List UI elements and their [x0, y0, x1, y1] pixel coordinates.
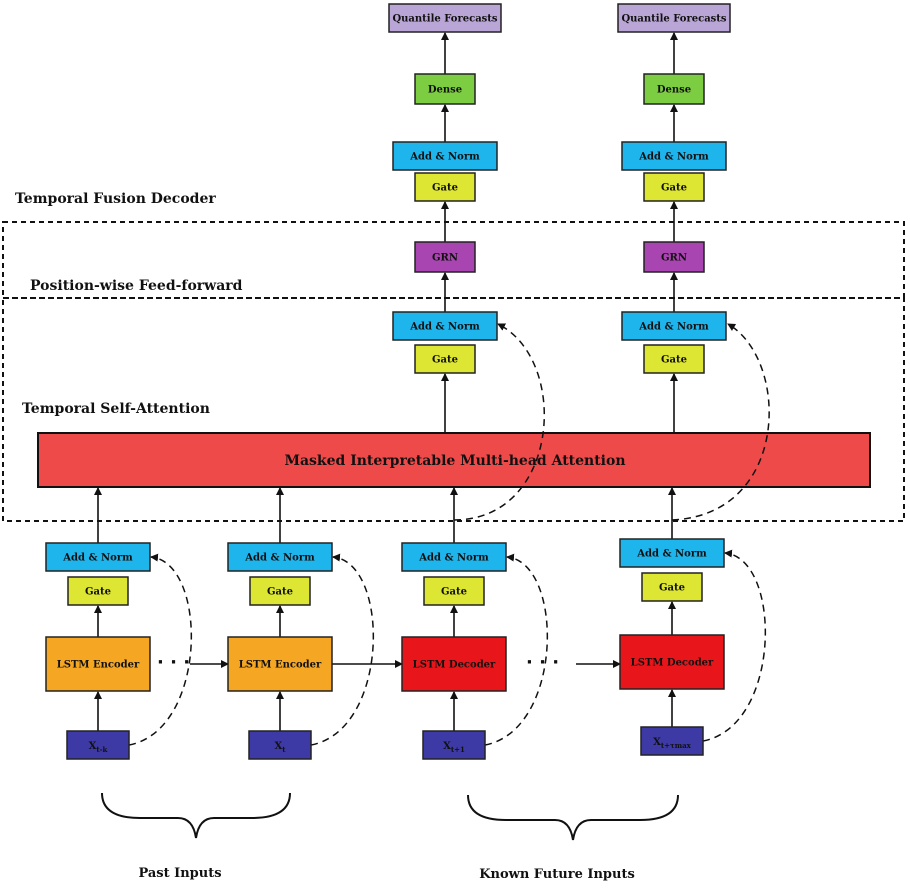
add-norm-box: Add & Norm — [621, 311, 727, 341]
lstm-encoder-box: LSTM Encoder — [227, 636, 333, 692]
input-node-label: Xt+τmax — [653, 737, 692, 750]
quantile-forecasts-box: Quantile Forecasts — [388, 3, 502, 33]
ellipsis-decoders: · · · — [526, 652, 559, 673]
lstm-decoder-box: LSTM Decoder — [401, 636, 507, 692]
add-norm-box: Add & Norm — [619, 538, 725, 568]
lstm-decoder-box-label: LSTM Decoder — [631, 658, 714, 669]
add-norm-box-label: Add & Norm — [418, 553, 489, 564]
input-subscript: t — [282, 745, 286, 754]
gate-box: Gate — [249, 576, 311, 606]
dense-box: Dense — [643, 73, 705, 105]
dense-box-label: Dense — [428, 85, 462, 96]
input-base: X — [275, 741, 283, 752]
add-norm-box-label: Add & Norm — [636, 549, 707, 560]
skip-connection — [484, 553, 549, 746]
self-attention-region — [2, 297, 905, 522]
ellipsis-encoders: · · · — [157, 652, 190, 673]
gate-box-label: Gate — [661, 355, 687, 366]
quantile-forecasts-box: Quantile Forecasts — [617, 3, 731, 33]
gate-box: Gate — [414, 344, 476, 374]
gate-box: Gate — [643, 344, 705, 374]
input-node: Xt-k — [66, 730, 130, 760]
input-node: Xt — [248, 730, 312, 760]
gate-box-label: Gate — [441, 587, 467, 598]
gate-box-label: Gate — [432, 183, 458, 194]
attention-skip-connection — [453, 323, 546, 521]
input-base: X — [653, 737, 661, 748]
input-subscript: t+τmax — [661, 741, 692, 750]
input-base: X — [443, 741, 451, 752]
feed-forward-label: Position-wise Feed-forward — [30, 278, 243, 294]
fusion-decoder-label: Temporal Fusion Decoder — [15, 191, 216, 207]
add-norm-box: Add & Norm — [392, 141, 498, 171]
attention-label: Masked Interpretable Multi-head Attentio… — [284, 453, 625, 469]
grn-box: GRN — [643, 241, 705, 273]
past-inputs-brace — [101, 792, 291, 839]
quantile-forecasts-box-label: Quantile Forecasts — [621, 14, 726, 25]
grn-box-label: GRN — [661, 253, 687, 264]
gate-box: Gate — [414, 172, 476, 202]
gate-box-label: Gate — [432, 355, 458, 366]
lstm-encoder-box: LSTM Encoder — [45, 636, 151, 692]
input-node: Xt+τmax — [640, 726, 704, 756]
add-norm-box: Add & Norm — [621, 141, 727, 171]
input-subscript: t-k — [96, 745, 107, 754]
gate-box: Gate — [67, 576, 129, 606]
input-subscript: t+1 — [451, 745, 465, 754]
add-norm-box-label: Add & Norm — [638, 152, 709, 163]
add-norm-box-label: Add & Norm — [244, 553, 315, 564]
add-norm-box-label: Add & Norm — [409, 322, 480, 333]
gate-box-label: Gate — [267, 587, 293, 598]
add-norm-box: Add & Norm — [227, 542, 333, 572]
add-norm-box-label: Add & Norm — [638, 322, 709, 333]
gate-box: Gate — [641, 572, 703, 602]
input-node: Xt+1 — [422, 730, 486, 760]
future-inputs-label: Known Future Inputs — [479, 867, 635, 882]
gate-box-label: Gate — [659, 583, 685, 594]
self-attention-label: Temporal Self-Attention — [22, 401, 210, 417]
input-node-label: Xt-k — [89, 741, 108, 754]
gate-box-label: Gate — [85, 587, 111, 598]
add-norm-box-label: Add & Norm — [409, 152, 480, 163]
gate-box-label: Gate — [661, 183, 687, 194]
skip-connection — [128, 553, 193, 746]
input-node-label: Xt — [275, 741, 287, 754]
lstm-encoder-box-label: LSTM Encoder — [239, 660, 322, 671]
attention-skip-connection — [671, 323, 770, 521]
input-base: X — [89, 741, 97, 752]
gate-box: Gate — [423, 576, 485, 606]
future-inputs-brace — [467, 794, 679, 841]
gate-box: Gate — [643, 172, 705, 202]
add-norm-box: Add & Norm — [45, 542, 151, 572]
add-norm-box-label: Add & Norm — [62, 553, 133, 564]
lstm-encoder-box-label: LSTM Encoder — [57, 660, 140, 671]
attention-bar — [37, 432, 871, 488]
add-norm-box: Add & Norm — [392, 311, 498, 341]
input-node-label: Xt+1 — [443, 741, 465, 754]
add-norm-box: Add & Norm — [401, 542, 507, 572]
quantile-forecasts-box-label: Quantile Forecasts — [392, 14, 497, 25]
lstm-decoder-box-label: LSTM Decoder — [413, 660, 496, 671]
feed-forward-region — [2, 221, 905, 299]
connection-arrows — [94, 32, 770, 746]
skip-connection — [702, 549, 767, 742]
dense-box: Dense — [414, 73, 476, 105]
lstm-decoder-box: LSTM Decoder — [619, 634, 725, 690]
grn-box-label: GRN — [432, 253, 458, 264]
dense-box-label: Dense — [657, 85, 691, 96]
skip-connection — [310, 553, 375, 746]
grn-box: GRN — [414, 241, 476, 273]
past-inputs-label: Past Inputs — [138, 866, 221, 881]
